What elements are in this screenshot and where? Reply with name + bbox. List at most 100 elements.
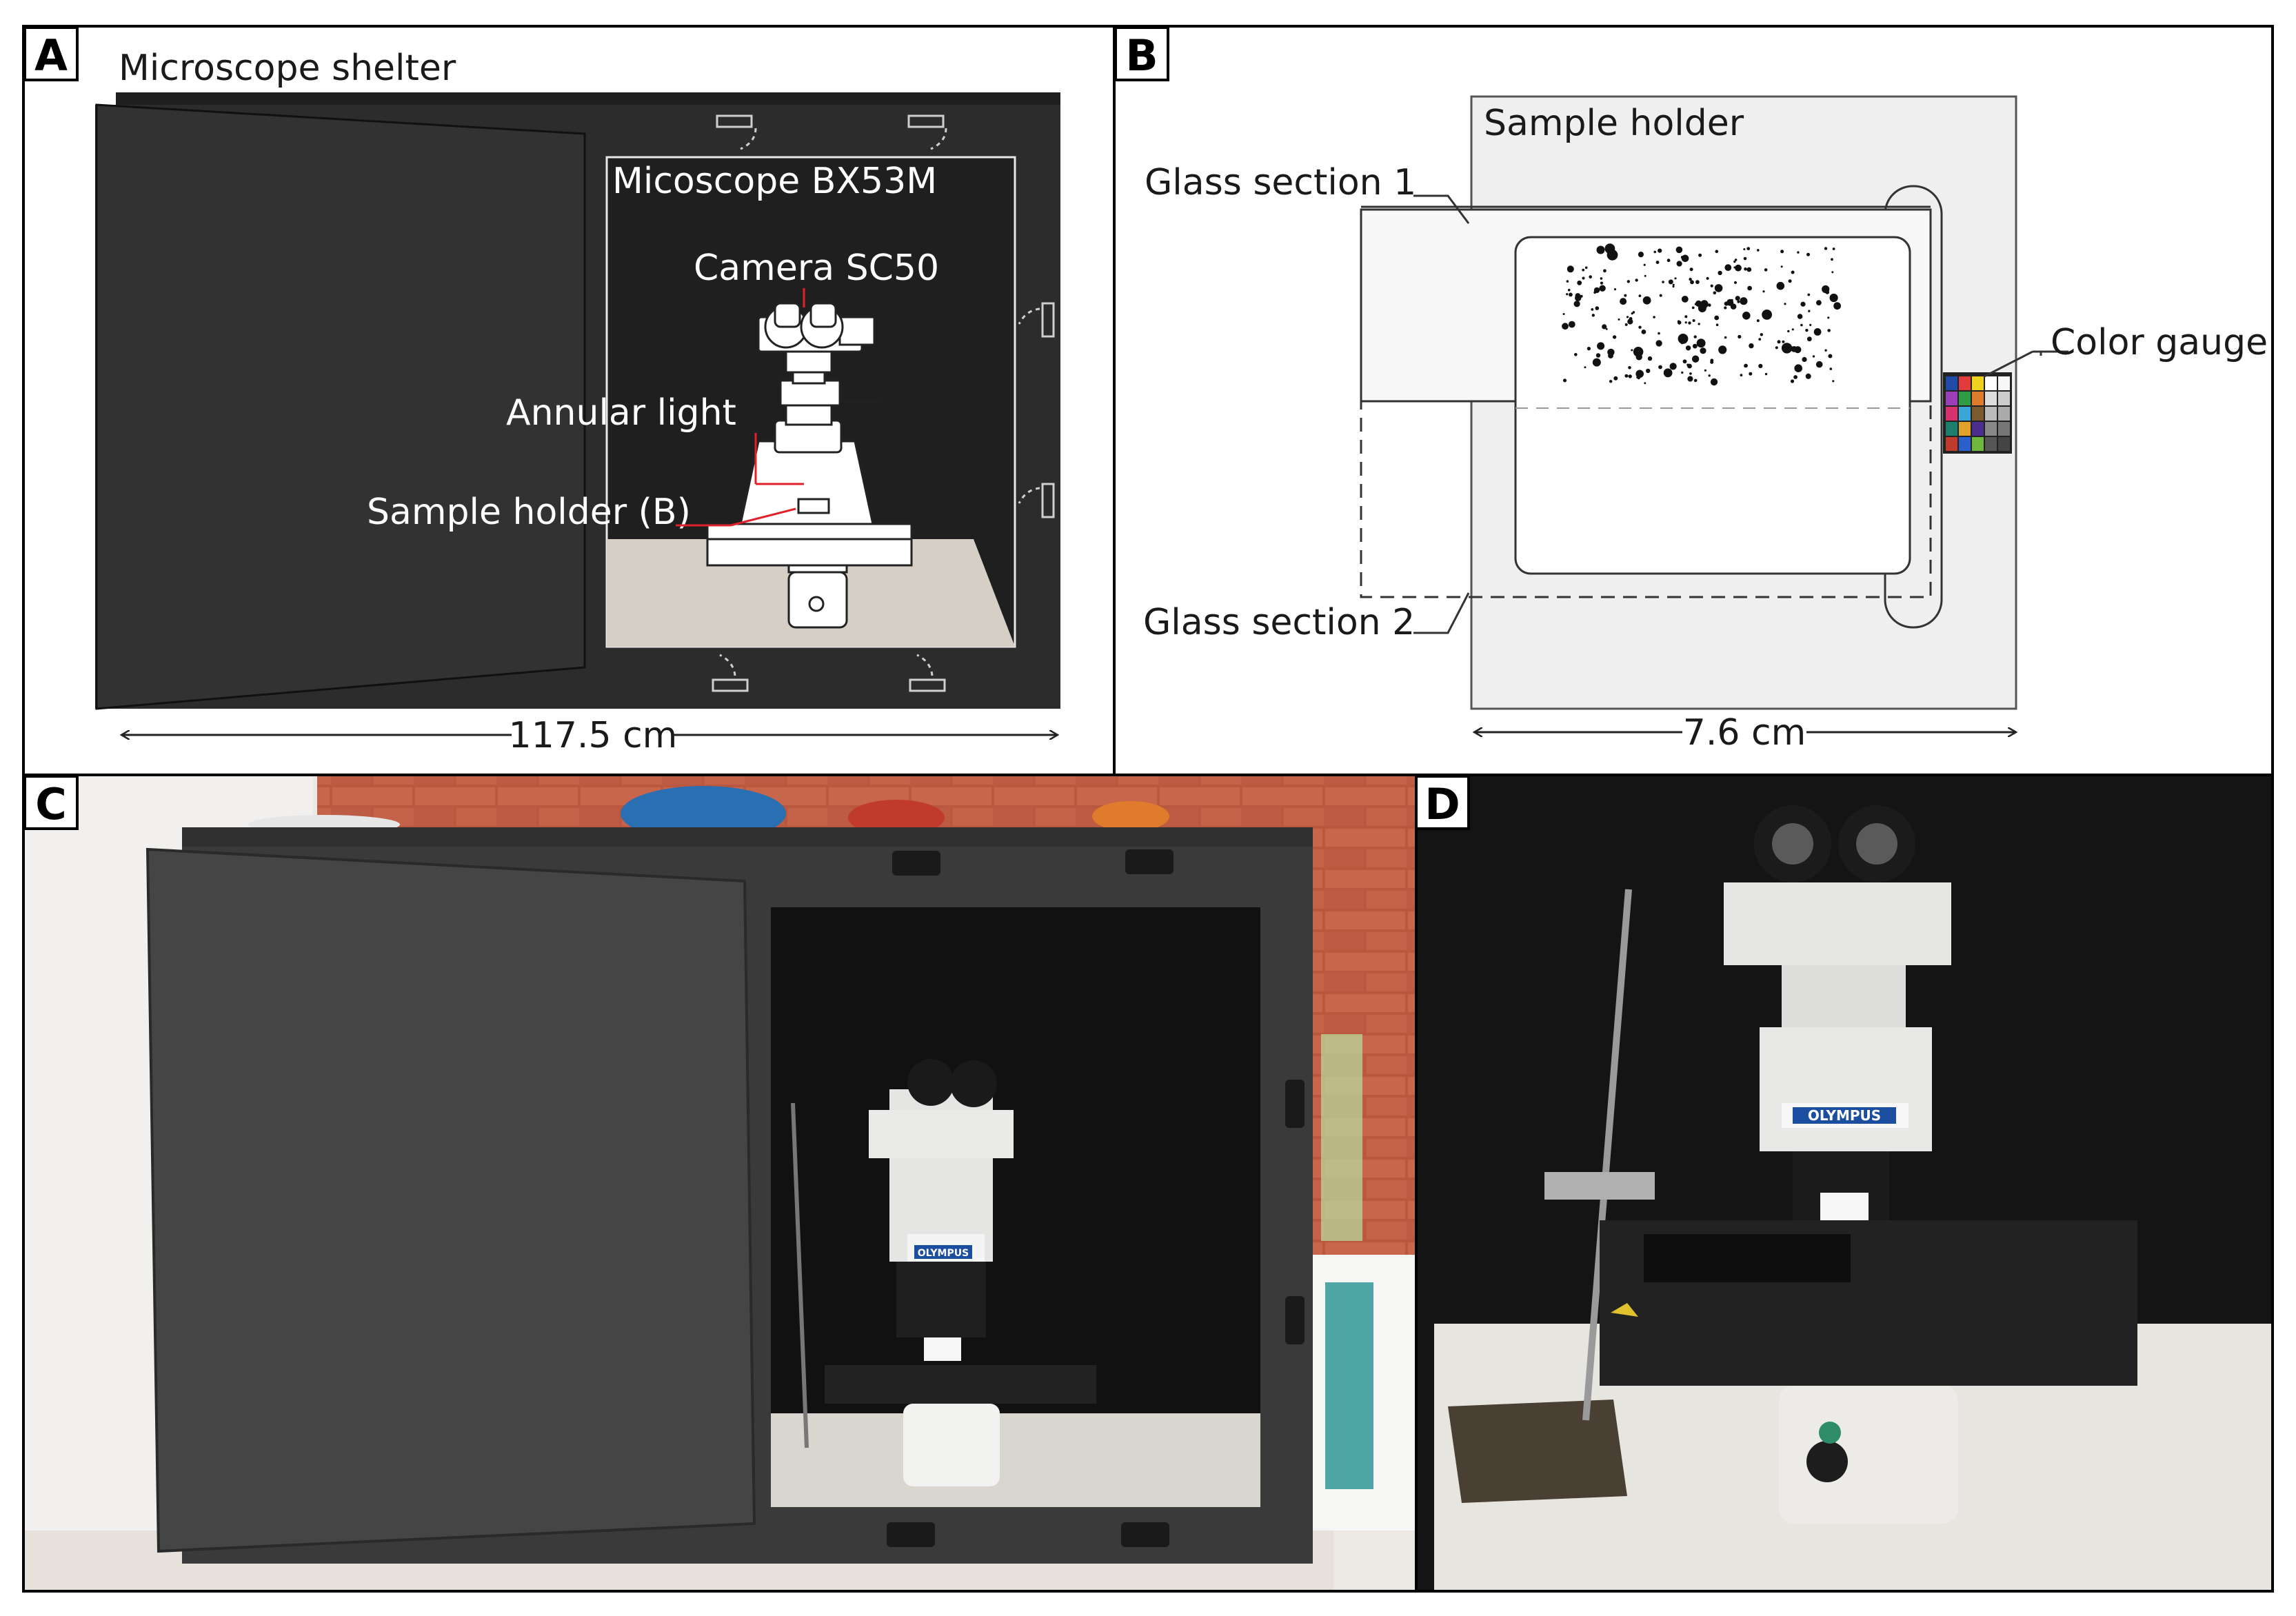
particle	[1710, 378, 1718, 386]
particle	[1764, 372, 1768, 376]
particle	[1658, 365, 1662, 370]
gauge-swatch	[1946, 376, 1957, 390]
particle	[1646, 368, 1651, 374]
particle	[1592, 358, 1601, 367]
particle	[1689, 277, 1692, 281]
color-gauge-label: Color gauge	[2051, 322, 2268, 363]
particle	[1696, 339, 1706, 348]
panel-a-letter: A	[34, 30, 68, 81]
panel-b: B Sample holder Glass section 1 Glass se…	[1113, 25, 2274, 776]
particle	[1582, 276, 1585, 280]
particle	[1832, 380, 1835, 383]
gauge-swatch	[1985, 407, 1997, 421]
particle	[1681, 296, 1689, 303]
particle	[1713, 291, 1717, 295]
particle	[1575, 293, 1581, 299]
particle	[1807, 293, 1811, 296]
particle	[1686, 363, 1689, 367]
particle	[1595, 353, 1601, 358]
photo-d-microscope: OLYMPUS	[1600, 805, 2137, 1524]
particle	[1681, 371, 1684, 374]
particle	[1680, 341, 1684, 345]
particle	[1805, 328, 1809, 332]
photo-shelter-opening	[771, 907, 1260, 1507]
particle	[1749, 343, 1754, 349]
particle	[1812, 355, 1815, 358]
particle	[1672, 285, 1675, 288]
particle	[1618, 318, 1620, 321]
gauge-swatch	[1946, 437, 1957, 451]
particle	[1643, 263, 1646, 266]
panel-c: OLYMPUS C	[23, 775, 1416, 1591]
particle	[1824, 247, 1828, 250]
particle	[1624, 294, 1627, 297]
particle	[1684, 321, 1687, 324]
particle	[1791, 328, 1794, 331]
particle	[1742, 312, 1751, 320]
particle	[1609, 380, 1613, 383]
particle	[1756, 319, 1760, 323]
particle	[1568, 321, 1575, 328]
particle	[1644, 382, 1647, 385]
particle	[1724, 306, 1727, 310]
photo-c-logo: OLYMPUS	[918, 1248, 969, 1259]
particle	[1708, 303, 1711, 307]
particle	[1582, 268, 1585, 272]
particle	[1669, 363, 1677, 370]
particle	[1797, 314, 1803, 319]
camera-label: Camera SC50	[694, 248, 939, 289]
particle	[1832, 248, 1835, 250]
particle	[1666, 259, 1671, 263]
particle	[1794, 364, 1802, 372]
particle	[1635, 370, 1644, 378]
particle	[1642, 296, 1651, 305]
particle	[1593, 287, 1600, 294]
particle	[1744, 365, 1746, 367]
particle	[1562, 323, 1569, 330]
photo-d-logo: OLYMPUS	[1808, 1107, 1881, 1124]
latches	[712, 114, 1055, 692]
particle	[1700, 347, 1706, 354]
microscope-drawing	[706, 302, 913, 629]
particle	[1589, 275, 1592, 279]
particle	[1631, 349, 1633, 352]
particle	[1738, 334, 1742, 339]
particle	[1747, 285, 1753, 291]
particle	[1805, 373, 1811, 379]
particle	[1691, 355, 1700, 363]
gauge-swatch	[1985, 437, 1997, 451]
particle	[1784, 303, 1786, 305]
particle	[1591, 308, 1594, 311]
particle	[1808, 310, 1811, 312]
gauge-swatch	[1998, 407, 2010, 421]
particle	[1600, 277, 1603, 280]
sample-holder-title: Sample holder	[1484, 103, 1744, 144]
leader-lines	[676, 288, 805, 527]
particle	[1605, 327, 1608, 330]
particle	[1688, 321, 1691, 325]
particle	[1714, 284, 1723, 292]
gauge-swatch	[1998, 376, 2010, 390]
particle	[1587, 347, 1591, 351]
particle	[1574, 353, 1578, 356]
particle	[1668, 279, 1673, 285]
particle	[1708, 374, 1711, 377]
particle	[1780, 265, 1783, 268]
particle	[1689, 372, 1692, 375]
particle	[1689, 267, 1693, 272]
particle	[1627, 319, 1633, 325]
particle	[1662, 281, 1664, 283]
particle	[1562, 313, 1565, 315]
particle	[1718, 270, 1722, 276]
particle	[1800, 323, 1803, 327]
particle	[1637, 376, 1640, 380]
particle	[1788, 279, 1792, 283]
particle	[1690, 280, 1694, 285]
particle	[1710, 360, 1714, 364]
particle	[1824, 349, 1827, 352]
particle	[1647, 356, 1653, 361]
particle	[1735, 264, 1742, 272]
color-gauge	[1943, 372, 2012, 454]
particle	[1566, 280, 1569, 283]
particle	[1700, 300, 1709, 308]
